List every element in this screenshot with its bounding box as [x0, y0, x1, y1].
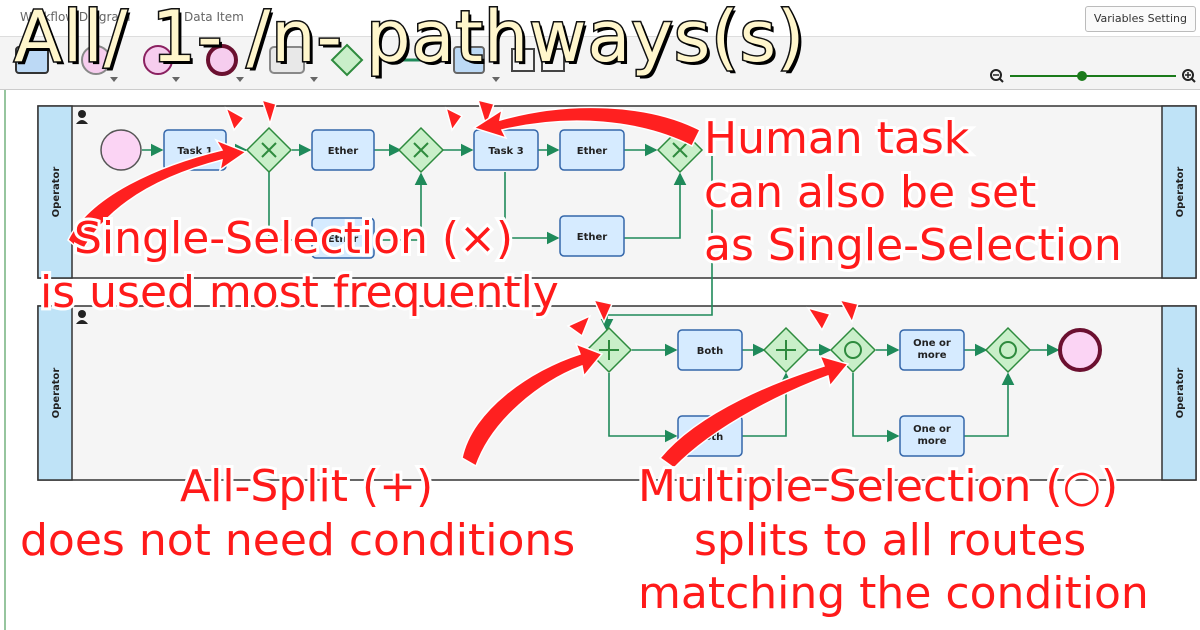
- svg-text:Both: Both: [697, 346, 723, 357]
- task-ether-4[interactable]: Ether: [559, 215, 625, 257]
- zoom-in-icon[interactable]: [1182, 69, 1196, 83]
- svg-text:Ether: Ether: [328, 234, 359, 245]
- task-ether-3[interactable]: Ether: [311, 217, 375, 259]
- gateway-or-1[interactable]: [829, 326, 877, 374]
- gateway-xor-2[interactable]: [397, 126, 445, 174]
- annotation-line: All-Split (+): [177, 458, 436, 515]
- end-event[interactable]: [1058, 328, 1102, 372]
- task-one-or-more-2[interactable]: One or more: [899, 415, 965, 457]
- svg-text:Ether: Ether: [577, 232, 608, 243]
- annotation-line: Multiple-Selection (○): [635, 458, 1121, 515]
- tool-group-icon[interactable]: [541, 48, 565, 72]
- tool-task-dropdown-icon[interactable]: [310, 77, 318, 82]
- tool-data[interactable]: [453, 46, 485, 74]
- gateway-or-2[interactable]: [984, 326, 1032, 374]
- annotation-all-split: All-Split (+) does not need conditions: [17, 458, 578, 569]
- gateway-and-2[interactable]: [762, 326, 810, 374]
- svg-text:Task 1: Task 1: [177, 146, 212, 157]
- zoom-slider-handle[interactable]: [1077, 71, 1087, 81]
- tool-gateway[interactable]: [330, 43, 364, 77]
- task-ether-2[interactable]: Ether: [559, 129, 625, 171]
- start-event[interactable]: [100, 129, 142, 171]
- lane-2-label: Operator: [51, 368, 62, 419]
- page-title: All/ 1- /n- pathways(s): [12, 0, 806, 80]
- tool-lane[interactable]: [15, 46, 49, 74]
- tool-task[interactable]: [269, 46, 305, 74]
- diagram-canvas[interactable]: Operator Operator Operator Operator: [0, 90, 1200, 630]
- annotation-line: matching the condition: [635, 565, 1152, 622]
- annotation-line: Single-Selection (×): [71, 210, 516, 267]
- tab-bar: Workflow Diagram Data Item Variables Set…: [0, 0, 1200, 37]
- person-icon: [76, 310, 88, 324]
- task-ether-1[interactable]: Ether: [311, 129, 375, 171]
- tool-format-icon[interactable]: [511, 48, 535, 72]
- annotation-human-task: Human task can also be set as Single-Sel…: [701, 110, 1125, 274]
- zoom-control: [988, 68, 1198, 90]
- tool-data-dropdown-icon[interactable]: [492, 77, 500, 82]
- lane-1-label-right: Operator: [1175, 167, 1186, 218]
- tool-end-dropdown-icon[interactable]: [236, 77, 244, 82]
- task-one-or-more-1[interactable]: One or more: [899, 329, 965, 371]
- annotation-line: splits to all routes: [691, 512, 1089, 569]
- annotation-line: Human task: [701, 110, 972, 167]
- tool-timer-event[interactable]: [143, 45, 173, 75]
- gateway-xor-1[interactable]: [245, 126, 293, 174]
- svg-text:Task 3: Task 3: [488, 146, 523, 157]
- workflow-diagram: Operator Operator Operator Operator: [4, 90, 1197, 630]
- gateway-and-1[interactable]: [585, 326, 633, 374]
- person-icon: [76, 110, 88, 124]
- zoom-out-icon[interactable]: [990, 69, 1004, 83]
- annotation-line: can also be set: [701, 164, 1039, 221]
- annotation-line: does not need conditions: [17, 512, 578, 569]
- svg-text:Ether: Ether: [328, 146, 359, 157]
- red-callout-arrows: [67, 98, 859, 469]
- lane-2[interactable]: Operator Operator: [37, 305, 1197, 481]
- tool-start-dropdown-icon[interactable]: [110, 77, 118, 82]
- tab-workflow-diagram[interactable]: Workflow Diagram: [20, 10, 131, 24]
- shape-toolbar: [0, 37, 1200, 90]
- task-3[interactable]: Task 3: [473, 129, 539, 171]
- task-both-1[interactable]: Both: [677, 329, 743, 371]
- svg-text:Ether: Ether: [577, 146, 608, 157]
- tool-timer-dropdown-icon[interactable]: [172, 77, 180, 82]
- variables-setting-button[interactable]: Variables Setting: [1084, 6, 1196, 32]
- lane-2-label-right: Operator: [1175, 368, 1186, 419]
- annotation-line: as Single-Selection: [701, 217, 1125, 274]
- tool-start-event[interactable]: [81, 45, 111, 75]
- tool-end-event[interactable]: [206, 44, 238, 76]
- annotation-line: is used most frequently: [37, 264, 562, 321]
- tab-data-item[interactable]: Data Item: [184, 10, 244, 24]
- annotation-multiple-selection: Multiple-Selection (○) splits to all rou…: [635, 458, 1152, 622]
- annotation-single-selection: Single-Selection (×) is used most freque…: [37, 210, 562, 321]
- lane-1-label: Operator: [51, 167, 62, 218]
